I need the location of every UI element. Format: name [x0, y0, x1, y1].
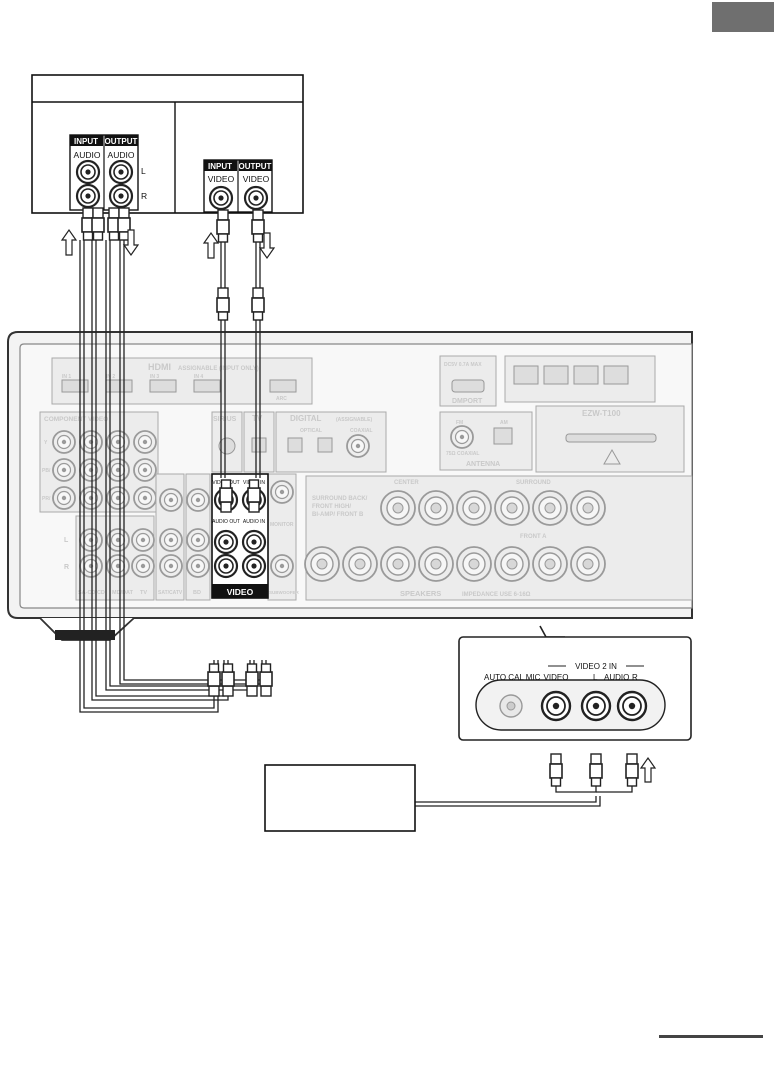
antenna-section: FM AM 75Ω COAXIAL ANTENNA [439, 411, 533, 471]
front-audio-label: AUDIO [604, 673, 629, 682]
audio-r-label: R [64, 564, 69, 571]
coaxial-label: COAXIAL [350, 428, 373, 434]
subwoofer-label: SUBWOOFER [269, 590, 299, 595]
page-tab [712, 2, 774, 32]
front-video-jack[interactable] [540, 690, 572, 722]
arrow-down-icon [122, 229, 140, 257]
audio-recorder-panel: INPUT OUTPUT AUDIO AUDIO L R [69, 134, 147, 211]
hdmi-in4: IN 4 [194, 374, 203, 380]
pb-label: PB/ CB [42, 468, 59, 474]
speaker-terminals: SURROUND BACK/ FRONT HIGH/ BI-AMP/ FRONT… [304, 475, 693, 601]
audio-input-l-jack[interactable] [75, 159, 101, 185]
fm-75-label: 75Ω COAXIAL [446, 451, 479, 457]
receiver-audio-out-l-jack[interactable] [213, 529, 239, 555]
hdmi-section: HDMI ASSIGNABLE (INPUT ONLY) IN 1 IN 2 I… [51, 357, 313, 405]
hdmi-arc: ARC [276, 396, 287, 402]
digital-note: (ASSIGNABLE) [336, 417, 372, 423]
bd-label: BD [193, 590, 201, 596]
hdmi-note: ASSIGNABLE (INPUT ONLY) [178, 366, 259, 372]
signal-arrows [60, 228, 657, 783]
monitor-label: MONITOR [270, 522, 294, 528]
audio-in-label: AUDIO IN [243, 519, 266, 525]
front-l-label: L [593, 673, 598, 682]
video-recorder-panel: INPUT OUTPUT VIDEO VIDEO [203, 159, 273, 213]
surround-back-label: SURROUND BACK/ [312, 496, 368, 502]
digital-label: DIGITAL [290, 414, 322, 423]
ezw-slot: EZW-T100 [535, 405, 685, 473]
pr-label: PR/ CR [42, 496, 59, 502]
antenna-label: ANTENNA [466, 461, 500, 468]
dmport-label: DMPORT [452, 398, 483, 405]
tv-small-label: TV [140, 590, 147, 596]
audio-input-audio-label: AUDIO [74, 150, 101, 160]
fm-label: FM [456, 420, 463, 426]
channel-r-label: R [141, 191, 147, 201]
y-label: Y [44, 440, 48, 446]
audio-output-label: OUTPUT [105, 137, 138, 146]
audio-input-label: INPUT [74, 137, 98, 146]
external-devices-box: INPUT OUTPUT AUDIO AUDIO L R INPUT OUTPU… [31, 74, 304, 214]
video-block-label: VIDEO [227, 587, 254, 597]
surround-label: SURROUND [516, 480, 551, 486]
front-audio-l-jack[interactable] [580, 690, 612, 722]
audio-output-audio-label: AUDIO [108, 150, 135, 160]
audio-output-r-jack[interactable] [108, 183, 134, 209]
auto-cal-mic-jack[interactable] [499, 694, 523, 718]
channel-l-label: L [141, 166, 146, 176]
video-output-label: OUTPUT [239, 162, 272, 171]
impedance-label: IMPEDANCE USE 6-16Ω [462, 592, 531, 598]
front-high-label: FRONT HIGH/ [312, 504, 351, 510]
audio-l-label: L [64, 537, 69, 544]
dmport-section: DC5V 0.7A MAX DMPORT [439, 355, 497, 407]
receiver-audio-in-r-jack[interactable] [241, 553, 267, 579]
audio-out-label: AUDIO OUT [212, 519, 240, 525]
video-input-jack[interactable] [208, 185, 234, 211]
audio-output-l-jack[interactable] [108, 159, 134, 185]
front-video-label: VIDEO [544, 673, 569, 682]
md-label: MD/DAT [112, 590, 134, 596]
optical-label: OPTICAL [300, 428, 322, 434]
front-panel-inset: VIDEO 2 IN AUTO CAL MIC VIDEO L AUDIO R [458, 625, 692, 741]
front-r-label: R [632, 673, 638, 682]
dc-rating: DC5V 0.7A MAX [444, 362, 482, 368]
sat-label: SAT/CATV [158, 590, 183, 596]
speakers-label: SPEAKERS [400, 589, 441, 598]
video-output-jack[interactable] [243, 185, 269, 211]
hdmi-in1: IN 1 [62, 374, 71, 380]
camcorder-device-box [264, 764, 416, 832]
am-label: AM [500, 420, 508, 426]
hdmi-in2: IN 2 [106, 374, 115, 380]
continuation-bar [659, 1035, 763, 1038]
hdmi-in3: IN 3 [150, 374, 159, 380]
video-output-video-label: VIDEO [243, 174, 270, 184]
arrow-down-icon [258, 232, 276, 260]
monitor-section: MONITOR SUBWOOFER [267, 473, 299, 601]
arrow-up-icon [639, 756, 657, 783]
component-video-section: COMPONENT VIDEO Y PB/ CB PR/ CR [39, 411, 159, 513]
front-audio-r-jack[interactable] [616, 690, 648, 722]
center-label: CENTER [394, 480, 419, 486]
network-ports [504, 355, 656, 403]
audio-input-r-jack[interactable] [75, 183, 101, 209]
receiver-rear-panel: HDMI ASSIGNABLE (INPUT ONLY) IN 1 IN 2 I… [7, 331, 693, 641]
front-a-label: FRONT A [520, 534, 547, 540]
component-label: COMPONENT VIDEO [44, 416, 108, 423]
video2-in-label: VIDEO 2 IN [575, 662, 617, 671]
video-input-video-label: VIDEO [208, 174, 235, 184]
digital-section: SIRIUS TV DIGITAL (ASSIGNABLE) OPTICAL C… [211, 411, 387, 473]
video-input-label: INPUT [208, 162, 232, 171]
receiver-audio-out-r-jack[interactable] [213, 553, 239, 579]
bi-amp-label: BI-AMP/ FRONT B [312, 512, 364, 518]
ezw-label: EZW-T100 [582, 409, 621, 418]
hdmi-label: HDMI [148, 362, 171, 372]
arrow-up-icon [202, 231, 220, 259]
receiver-audio-in-l-jack[interactable] [241, 529, 267, 555]
tv-label: TV [252, 414, 263, 423]
auto-cal-mic-label: AUTO CAL MIC [484, 673, 541, 682]
arrow-up-icon [60, 228, 78, 256]
